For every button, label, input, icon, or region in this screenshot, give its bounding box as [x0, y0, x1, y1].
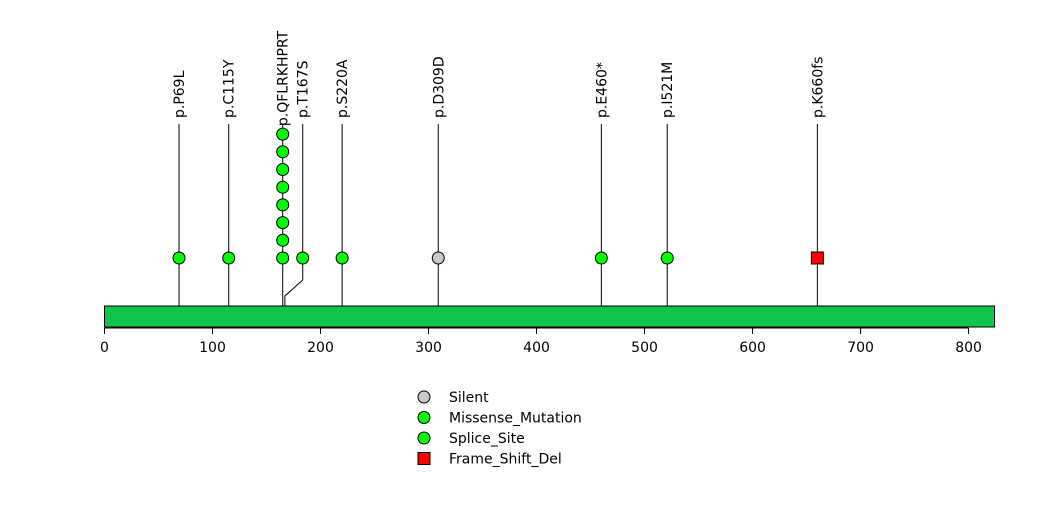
mutation-label: p.T167S — [296, 60, 312, 118]
mutation-marker — [810, 251, 824, 265]
mutation-label: p.P69L — [172, 70, 188, 118]
mutation-marker — [222, 251, 236, 265]
x-tick-label: 500 — [631, 340, 658, 356]
mutation-marker — [276, 163, 290, 176]
mutation-marker — [276, 251, 290, 265]
mutation-marker — [335, 251, 349, 265]
legend-label: Silent — [449, 390, 489, 406]
mutation-label: p.D309D — [431, 56, 447, 118]
mutation-markers — [172, 127, 824, 265]
mutation-marker — [276, 127, 290, 141]
x-axis: 0 100 200 300 400 500 600 700 800 — [100, 327, 982, 356]
mutation-label: p.K660fs — [810, 57, 826, 118]
x-tick-label: 100 — [199, 340, 226, 356]
mutation-marker — [276, 216, 290, 230]
mutation-marker — [276, 198, 290, 212]
mutation-label: p.E460* — [594, 62, 610, 118]
mutation-stem — [284, 124, 304, 306]
x-tick-label: 300 — [415, 340, 442, 356]
legend-label: Splice_Site — [449, 431, 525, 447]
legend-label: Missense_Mutation — [449, 411, 582, 427]
mutation-label: p.S220A — [335, 59, 351, 118]
legend: SilentMissense_MutationSplice_SiteFrame_… — [417, 390, 582, 468]
mutation-marker — [660, 251, 674, 265]
legend-swatch — [417, 431, 431, 445]
mutation-marker — [594, 251, 608, 265]
legend-label: Frame_Shift_Del — [449, 452, 562, 468]
mutation-marker — [276, 145, 290, 159]
legend-swatch — [417, 411, 431, 424]
protein-domain-bar — [104, 305, 995, 328]
mutation-marker — [276, 233, 290, 247]
mutation-marker — [276, 180, 290, 194]
x-tick-label: 700 — [847, 340, 874, 356]
legend-swatch — [417, 452, 431, 465]
mutation-marker — [172, 251, 186, 265]
mutation-label: p.I521M — [660, 62, 676, 118]
x-tick-label: 800 — [955, 340, 982, 356]
x-tick-label: 400 — [523, 340, 550, 356]
mutation-label: p.QFLRKHPRT — [276, 30, 292, 126]
mutation-label: p.C115Y — [222, 59, 238, 118]
legend-swatch — [417, 390, 431, 404]
x-tick-label: 0 — [100, 340, 109, 356]
mutation-marker — [296, 251, 310, 265]
x-tick-label: 600 — [739, 340, 766, 356]
mutation-marker — [431, 251, 445, 265]
x-tick-label: 200 — [307, 340, 334, 356]
mutation-stems — [178, 124, 818, 306]
